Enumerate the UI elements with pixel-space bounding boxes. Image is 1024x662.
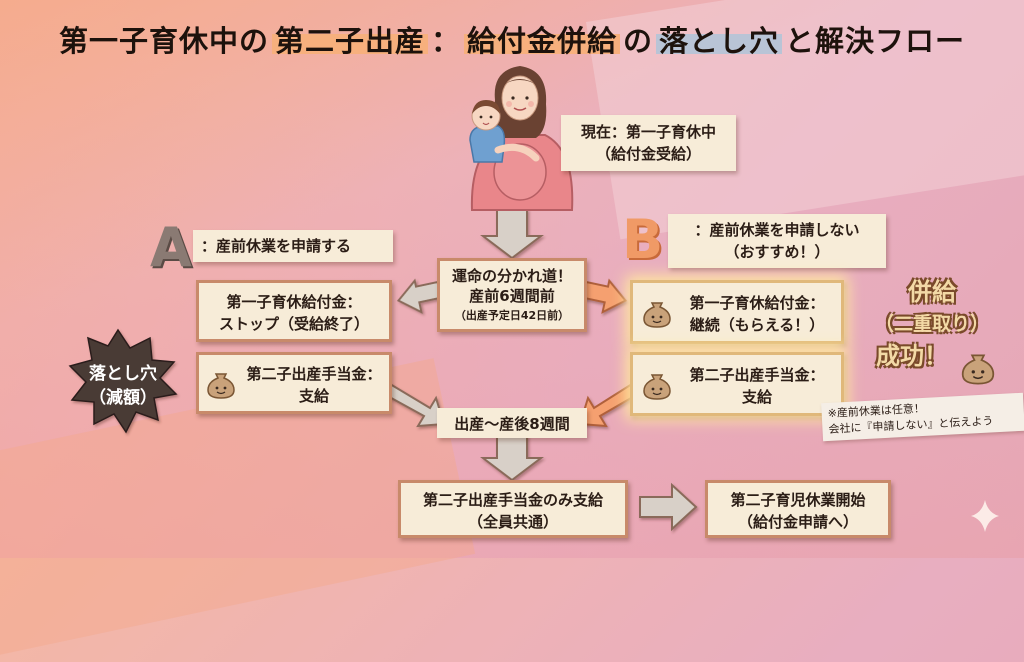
title-highlight-pitfall: 落とし穴 bbox=[656, 24, 783, 58]
title-highlight-birth: 第二子出産 bbox=[271, 24, 428, 58]
title-highlight-benefit: 給付金併給 bbox=[463, 24, 620, 58]
merge-period-label: 出産〜産後8週間 bbox=[437, 408, 587, 438]
money-bag-icon bbox=[643, 302, 671, 328]
path-a-box2-line1: 第二子出産手当金： bbox=[246, 365, 382, 383]
path-a-label-text: ：産前休業を申請する bbox=[201, 237, 352, 255]
final-box-childcare-leave: 第二子育児休業開始 （給付金申請へ） bbox=[705, 480, 891, 538]
path-b-box2-line2: 支給 bbox=[741, 388, 772, 406]
title-colon: ： bbox=[430, 24, 461, 58]
money-bag-icon bbox=[207, 373, 235, 399]
success-line2: （二重取り） bbox=[874, 313, 989, 335]
pitfall-line1: 落とし穴 bbox=[89, 364, 157, 384]
pitfall-line2: （減額） bbox=[89, 388, 157, 408]
success-badge: 併給 （二重取り） 成功！ bbox=[862, 276, 1002, 372]
branch-line3: （出産予定日42日前） bbox=[454, 309, 570, 322]
path-b-label: ：産前休業を申請しない （おすすめ！） bbox=[668, 214, 886, 268]
branch-point-box: 運命の分かれ道！ 産前6週間前 （出産予定日42日前） bbox=[437, 258, 587, 332]
final-box-allowance-only: 第二子出産手当金のみ支給 （全員共通） bbox=[398, 480, 628, 538]
final-box1-line1: 第二子出産手当金のみ支給 bbox=[422, 491, 603, 509]
arrow-down-final bbox=[480, 435, 544, 482]
path-b-label-line1: ：産前休業を申請しない bbox=[694, 221, 860, 239]
path-a-box1-line2: ストップ（受給終了） bbox=[218, 315, 369, 333]
current-status-note: 現在：第一子育休中 （給付金受給） bbox=[561, 115, 736, 171]
branch-line1: 運命の分かれ道！ bbox=[451, 267, 572, 285]
pitfall-burst-shape bbox=[68, 328, 178, 434]
pitfall-burst-text: 落とし穴 （減額） bbox=[70, 362, 176, 410]
current-status-line1: 現在：第一子育休中 bbox=[580, 123, 716, 141]
merge-label-text: 出産〜産後8週間 bbox=[454, 415, 570, 433]
mother-child-illustration bbox=[469, 66, 574, 211]
path-b-label-line2: （おすすめ！） bbox=[724, 243, 830, 261]
path-b-letter: B bbox=[622, 208, 664, 271]
path-a-box-first-child-benefit: 第一子育休給付金： ストップ（受給終了） bbox=[196, 280, 392, 342]
path-b-box1-line1: 第一子育休給付金： bbox=[689, 294, 825, 312]
money-bag-icon bbox=[961, 354, 995, 385]
path-b-box1-line2: 継続（もらえる！） bbox=[689, 316, 825, 334]
arrow-a-to-merge bbox=[382, 382, 446, 428]
path-a-box2-line2: 支給 bbox=[298, 387, 329, 405]
success-line3: 成功！ bbox=[876, 342, 948, 370]
arrow-to-b-box1 bbox=[582, 278, 628, 314]
path-a-label: ：産前休業を申請する bbox=[193, 230, 393, 262]
flow-arrows bbox=[68, 66, 999, 532]
arrow-down-current bbox=[480, 209, 544, 260]
arrow-right-final bbox=[639, 482, 698, 532]
sparkle-icon bbox=[971, 500, 999, 532]
money-bag-icon bbox=[643, 374, 671, 400]
title-part-7: と解決フロー bbox=[785, 24, 966, 58]
success-line1: 併給 bbox=[908, 278, 956, 306]
title-part-1: 第一子育休中の bbox=[58, 24, 269, 58]
arrow-to-a-box1 bbox=[396, 278, 442, 314]
final-box1-line2: （全員共通） bbox=[467, 513, 558, 531]
path-a-letter: A bbox=[150, 216, 192, 279]
current-status-line2: （給付金受給） bbox=[595, 145, 701, 163]
path-a-box1-line1: 第一子育休給付金： bbox=[226, 293, 362, 311]
branch-line2: 産前6週間前 bbox=[469, 287, 555, 305]
title-part-5: の bbox=[623, 24, 654, 58]
path-b-box2-line1: 第二子出産手当金： bbox=[689, 366, 825, 384]
final-box2-line1: 第二子育児休業開始 bbox=[730, 491, 866, 509]
final-box2-line2: （給付金申請へ） bbox=[737, 513, 858, 531]
page-title: 第一子育休中の第二子出産：給付金併給の落とし穴と解決フロー bbox=[0, 18, 1024, 60]
